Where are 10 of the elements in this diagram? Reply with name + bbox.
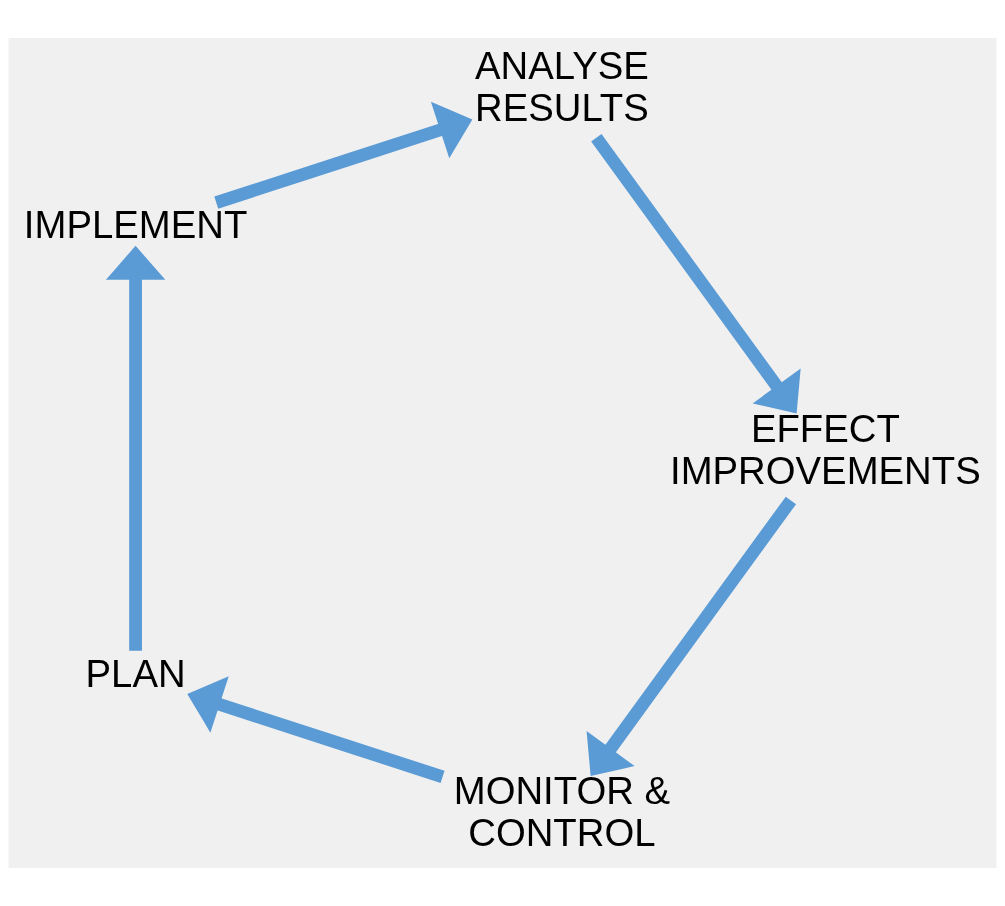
arrow xyxy=(586,496,797,777)
arrow xyxy=(591,134,801,414)
node-text: MONITOR & CONTROL xyxy=(453,769,671,855)
arrow xyxy=(105,245,166,651)
arrow xyxy=(187,676,445,783)
node-text: IMPLEMENT xyxy=(23,203,248,247)
node-text: PLAN xyxy=(85,651,186,695)
node-text: ANALYSE RESULTS xyxy=(474,43,649,130)
arrow xyxy=(214,101,473,209)
node-text: EFFECT IMPROVEMENTS xyxy=(670,406,981,492)
